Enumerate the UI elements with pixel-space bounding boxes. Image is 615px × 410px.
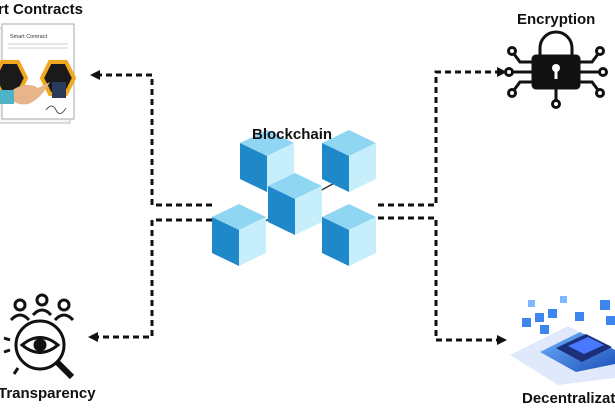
handshake-icon [10, 82, 50, 105]
decentralization-icon [510, 296, 615, 385]
connector-to-transparency [88, 218, 212, 342]
center-label-blockchain: Blockchain [252, 126, 333, 143]
connectors [88, 67, 507, 345]
node-label-transparency: Transparency [0, 385, 96, 402]
cube [322, 204, 376, 266]
transparency-icon [3, 293, 75, 380]
connector-to-decentralization [378, 216, 507, 345]
cube-cluster [522, 296, 615, 334]
node-label-encryption: Encryption [517, 11, 596, 28]
blockchain-icon [212, 130, 376, 266]
cube [212, 204, 266, 266]
encryption-icon [504, 30, 608, 109]
connector-to-smart-contracts [90, 70, 212, 207]
cube [268, 173, 322, 235]
node-label-smart-contracts: rt Contracts [0, 1, 84, 18]
cube [322, 130, 376, 192]
contract-title: Smart Contract [10, 34, 47, 40]
node-label-decentralization: Decentralizat [522, 390, 615, 407]
smart-contract-icon: Smart Contract [0, 23, 77, 124]
connector-to-encryption [378, 67, 507, 207]
signature-mark [45, 105, 67, 114]
